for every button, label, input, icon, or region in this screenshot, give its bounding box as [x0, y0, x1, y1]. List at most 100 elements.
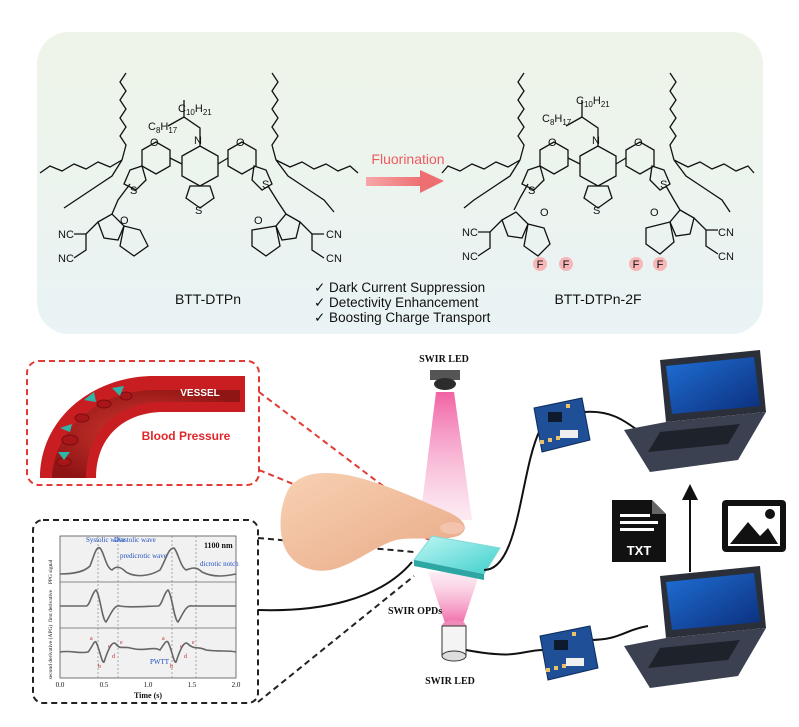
- fluorination-arrow: Fluorination: [366, 151, 445, 193]
- first-derivative-trace: [60, 589, 236, 624]
- atom-o-left-r: O: [548, 137, 557, 149]
- dicrotic-label: dicrotic notch: [200, 560, 239, 568]
- point-b-1: b: [98, 664, 101, 670]
- atom-cn-2-r: CN: [718, 251, 734, 263]
- atom-o-ketone-left: O: [120, 215, 129, 227]
- vessel-inset: VESSEL Blood Pressure: [26, 360, 260, 486]
- svg-text:C8H17: C8H17: [148, 121, 178, 135]
- molecule-left-name: BTT-DTPn: [175, 291, 241, 307]
- atom-s-bottom: S: [195, 205, 202, 217]
- side-chain-formula-2-r: C8H17: [542, 113, 572, 127]
- svg-text:C10H21: C10H21: [178, 103, 212, 117]
- blood-pressure-label: Blood Pressure: [142, 429, 231, 443]
- atom-f-2: F: [563, 259, 570, 271]
- atom-cn-2: CN: [326, 253, 342, 265]
- molecule-right-atoms: O S O S N S O O NC NC CN CN C10H21 C8H17: [462, 95, 734, 263]
- circuit-board-bottom: [539, 625, 599, 681]
- blood-cells: [56, 391, 133, 467]
- atom-nc-2: NC: [58, 253, 74, 265]
- molecule-right-name: BTT-DTPn-2F: [554, 291, 641, 307]
- finger-illustration: [280, 473, 465, 571]
- ylabel-first-derivative: first derivative: [47, 589, 54, 622]
- led-bottom-label: SWIR LED: [425, 676, 475, 687]
- light-beam-top: [420, 392, 472, 520]
- fluorination-label: Fluorination: [371, 151, 444, 167]
- point-e-1: e: [120, 640, 123, 646]
- pwtt-label: PWTT: [150, 658, 170, 666]
- second-derivative-trace: [59, 640, 237, 663]
- benefit-item-3: ✓ Boosting Charge Transport: [314, 310, 491, 325]
- atom-o-right: O: [236, 137, 245, 149]
- led-top-body: [430, 370, 460, 380]
- light-beam-bottom: [428, 572, 480, 626]
- zoom-lines-black: [257, 537, 415, 703]
- systolic-label: Systolic wave: [86, 536, 125, 544]
- atom-o-left: O: [150, 137, 159, 149]
- atom-cn-1: CN: [326, 229, 342, 241]
- molecule-left-structure: [39, 72, 359, 259]
- fingernail: [440, 522, 464, 534]
- fluorine-mark-2: [559, 257, 573, 271]
- opd-sensor: SWIR OPDs: [388, 535, 501, 617]
- point-e-2: e: [192, 640, 195, 646]
- ylabel-second-derivative: second derivative (APG): [47, 624, 54, 679]
- benefit-item-2: ✓ Detectivity Enhancement: [314, 295, 479, 310]
- atom-o-ketone-right: O: [254, 215, 263, 227]
- atom-s-left-r: S: [528, 185, 535, 197]
- cables: [257, 410, 649, 656]
- plot-y-labels: PPG signal first derivative second deriv…: [47, 559, 54, 679]
- atom-f-3: F: [633, 259, 640, 271]
- point-c-2: c: [180, 644, 183, 650]
- xtick-2: 1.0: [144, 681, 153, 689]
- benefits-list: ✓ Dark Current Suppression ✓ Detectivity…: [314, 280, 491, 325]
- molecule-right-structure: [441, 72, 755, 257]
- arrow-head-icon: [420, 170, 444, 193]
- atom-n-top-r: N: [592, 135, 600, 147]
- laptop-top: [624, 350, 766, 472]
- atom-s-left: S: [130, 185, 137, 197]
- ylabel-ppg: PPG signal: [48, 559, 54, 584]
- fluorine-mark-4: [653, 257, 667, 271]
- atom-nc-2-r: NC: [462, 251, 478, 263]
- led-top: SWIR LED: [419, 354, 469, 390]
- svg-text:C10H21: C10H21: [576, 95, 610, 109]
- arrow-shaft: [366, 177, 422, 186]
- wavelength-label: 1100 nm: [204, 541, 233, 550]
- opd-label: SWIR OPDs: [388, 606, 442, 617]
- plot-wave-annotations: Systolic wave Diastolic wave predicrotic…: [86, 536, 239, 666]
- arrow-up-icon: [682, 484, 698, 572]
- svg-text:C8H17: C8H17: [542, 113, 572, 127]
- led-bottom: SWIR LED: [425, 620, 475, 687]
- fluorine-highlights: F F F F: [533, 257, 667, 271]
- plot-x-ticks: 0.0 0.5 1.0 1.5 2.0: [56, 681, 241, 689]
- xtick-0: 0.0: [56, 681, 65, 689]
- predicrotic-label: predicrotic wave: [120, 552, 167, 560]
- side-chain-formula-2: C8H17: [148, 121, 178, 135]
- xtick-3: 1.5: [188, 681, 197, 689]
- document-icon: TXT: [612, 500, 666, 562]
- atom-f-4: F: [657, 259, 664, 271]
- apg-point-labels: a b c d e a b c d e: [90, 636, 195, 670]
- fluorine-mark-3: [629, 257, 643, 271]
- point-a-1: a: [90, 636, 93, 642]
- xtick-4: 2.0: [232, 681, 241, 689]
- point-b-2: b: [170, 664, 173, 670]
- plot-area: [59, 535, 237, 679]
- plot-x-label: Time (s): [134, 691, 162, 700]
- ppg-signal-trace: [59, 546, 237, 577]
- atom-n-top: N: [194, 135, 202, 147]
- led-top-label: SWIR LED: [419, 354, 469, 365]
- atom-cn-1-r: CN: [718, 227, 734, 239]
- pressure-arrows: [58, 386, 124, 460]
- atom-s-right-r: S: [660, 179, 667, 191]
- image-icon: [722, 500, 786, 552]
- atom-s-right: S: [262, 179, 269, 191]
- atom-f-1: F: [537, 259, 544, 271]
- diastolic-label: Diastolic wave: [114, 536, 156, 544]
- atom-o-ketone-left-r: O: [540, 207, 549, 219]
- atom-s-bottom-r: S: [593, 205, 600, 217]
- txt-icon-label: TXT: [627, 543, 652, 558]
- side-chain-formula-1-r: C10H21: [576, 95, 610, 109]
- atom-o-right-r: O: [634, 137, 643, 149]
